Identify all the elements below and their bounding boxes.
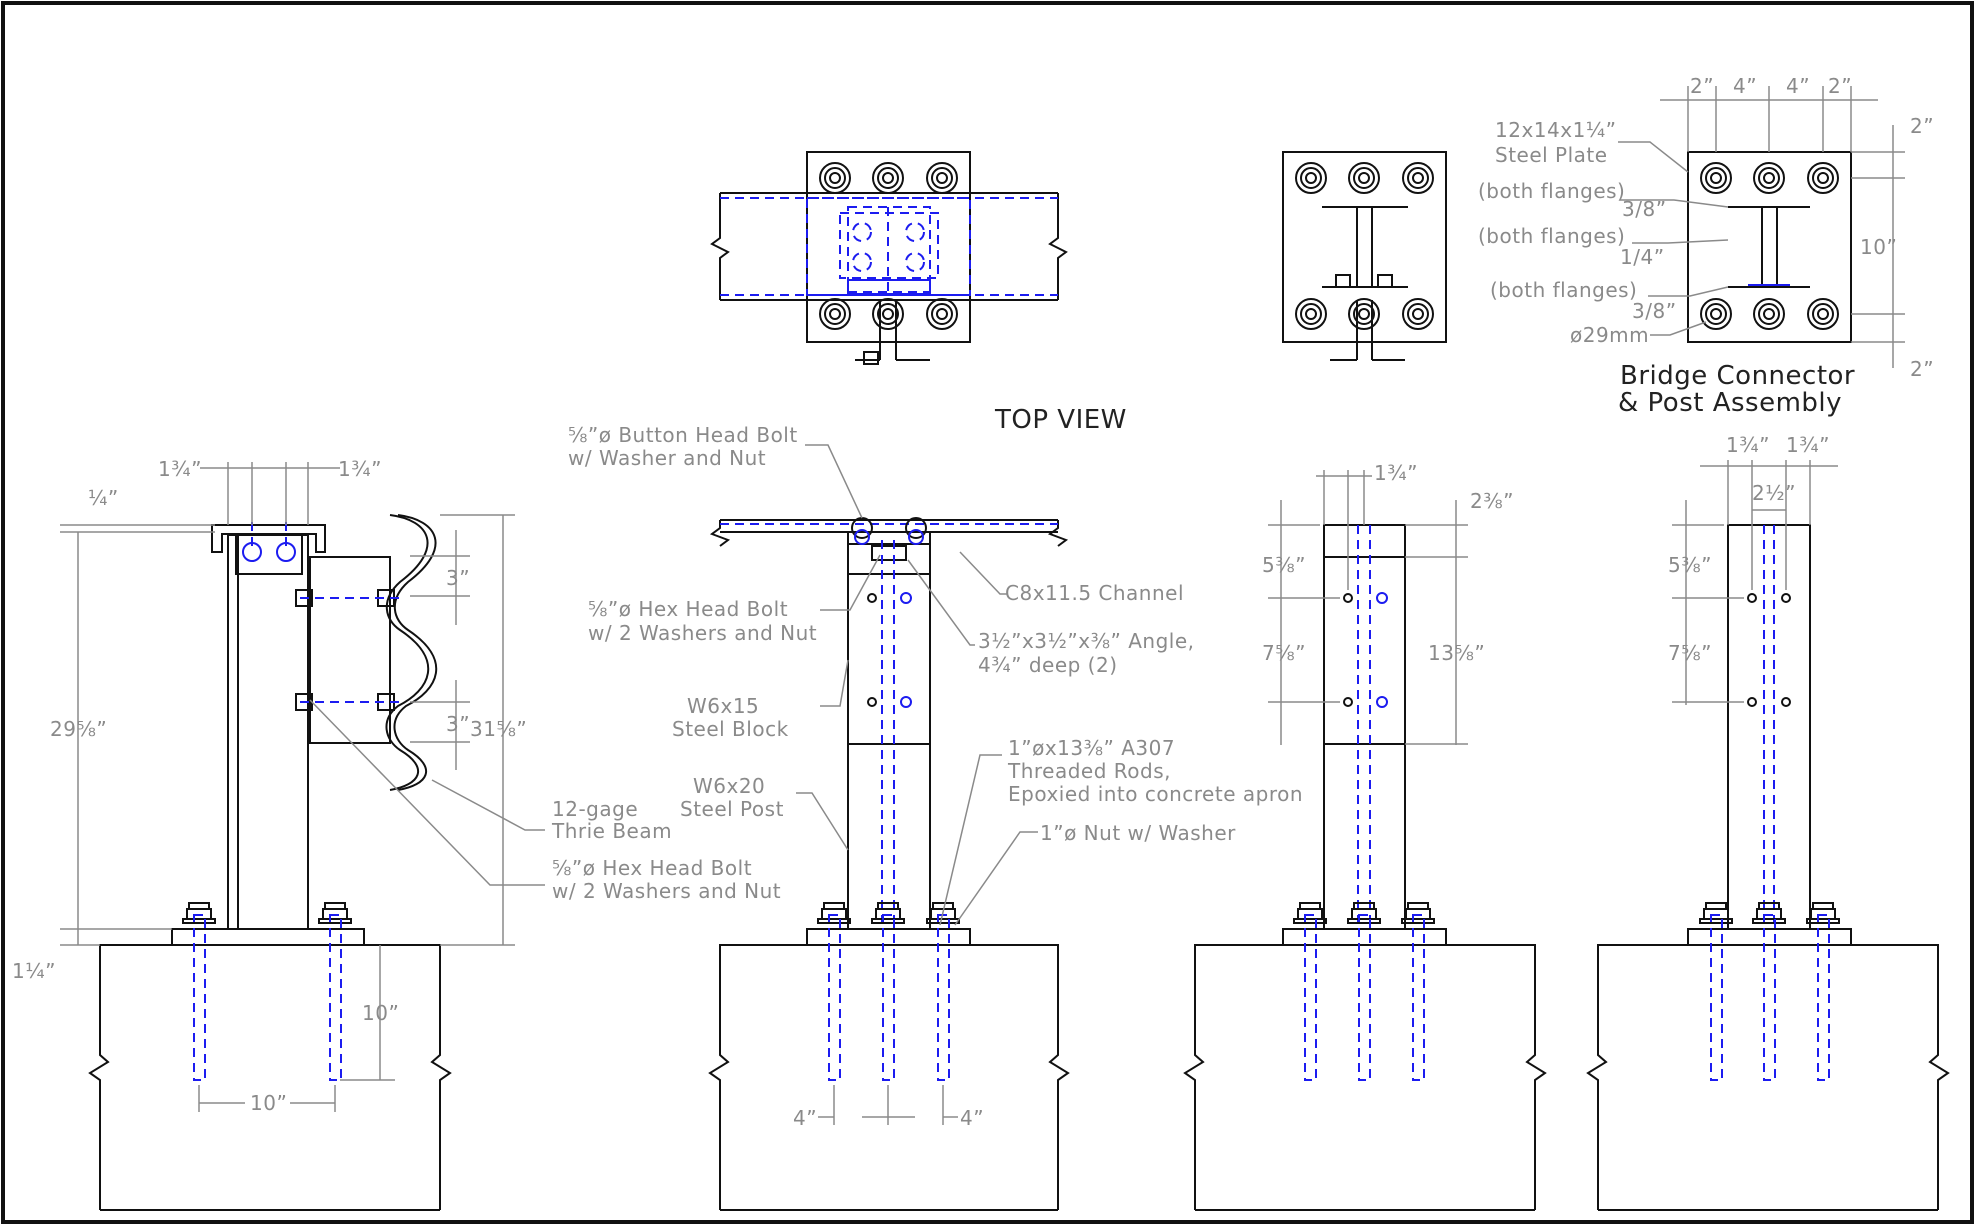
label-thrie-2: Thrie Beam	[551, 819, 672, 843]
label-weld-1-size: 3/8”	[1622, 197, 1667, 221]
label-weld-3-size: 3/8”	[1632, 299, 1677, 323]
dim-right-2b: 2”	[1910, 357, 1934, 381]
label-angle-2: 4¾” deep (2)	[978, 653, 1118, 677]
dim-top-4a: 4”	[1733, 74, 1757, 98]
label-thrie-1: 12-gage	[552, 797, 638, 821]
top-view-plan	[710, 151, 1068, 365]
dim-r1-538: 5⅜”	[1262, 553, 1306, 577]
label-weld-2: (both flanges)	[1478, 224, 1625, 248]
label-post-1: W6x20	[693, 774, 765, 798]
label-rods-2: Threaded Rods,	[1007, 759, 1171, 783]
label-plate-2: Steel Plate	[1495, 143, 1608, 167]
label-button-bolt-1: ⅝”ø Button Head Bolt	[568, 423, 798, 447]
label-nut: 1”ø Nut w/ Washer	[1040, 821, 1236, 845]
bridge-connector-detail	[1618, 86, 1905, 368]
label-hex-bolt-b1: ⅝”ø Hex Head Bolt	[552, 856, 752, 880]
dim-right-10: 10”	[1860, 235, 1897, 259]
dim-r2-134b: 1¾”	[1786, 433, 1830, 457]
label-weld-3: (both flanges)	[1490, 278, 1637, 302]
dim-side-3a: 3”	[446, 566, 470, 590]
dim-side-134b: 1¾”	[338, 457, 382, 481]
label-rods-3: Epoxied into concrete apron	[1008, 782, 1303, 806]
front-elevation	[708, 444, 1070, 1211]
label-hex-bolt-b2: w/ 2 Washers and Nut	[552, 879, 781, 903]
label-button-bolt-2: w/ Washer and Nut	[568, 446, 766, 470]
dim-side-10h: 10”	[250, 1091, 287, 1115]
top-view-plate	[1282, 151, 1447, 361]
side-elevation	[60, 462, 545, 1211]
dim-r1-134: 1¾”	[1374, 461, 1418, 485]
label-rods-1: 1”øx13⅜” A307	[1008, 736, 1175, 760]
dim-r1-758: 7⅝”	[1262, 641, 1306, 665]
dim-side-10v: 10”	[362, 1001, 399, 1025]
label-channel: C8x11.5 Channel	[1005, 581, 1184, 605]
dim-side-14: ¼”	[88, 486, 119, 510]
label-weld-2-size: 1/4”	[1620, 245, 1665, 269]
dim-r2-758: 7⅝”	[1668, 641, 1712, 665]
label-block-2: Steel Block	[672, 717, 789, 741]
dim-front-4b: 4”	[960, 1106, 984, 1130]
label-post-2: Steel Post	[680, 797, 784, 821]
dim-side-2958: 29⅝”	[50, 717, 107, 741]
dim-r1-238: 2⅜”	[1470, 489, 1514, 513]
dim-r2-538: 5⅜”	[1668, 553, 1712, 577]
dim-top-2a: 2”	[1690, 74, 1714, 98]
post-elevation-2	[1586, 460, 1950, 1211]
label-hex-bolt-2: w/ 2 Washers and Nut	[588, 621, 817, 645]
label-angle-1: 3½”x3½”x⅜” Angle,	[978, 629, 1195, 653]
label-block-1: W6x15	[687, 694, 759, 718]
label-hex-bolt-1: ⅝”ø Hex Head Bolt	[588, 597, 788, 621]
dim-top-2b: 2”	[1828, 74, 1852, 98]
label-plate-1: 12x14x1¼”	[1495, 118, 1617, 142]
dim-r1-1358: 13⅝”	[1428, 641, 1485, 665]
dim-side-114: 1¼”	[12, 959, 56, 983]
top-view-title: TOP VIEW	[994, 405, 1127, 435]
dim-side-3b: 3”	[446, 712, 470, 736]
label-weld-1: (both flanges)	[1478, 179, 1625, 203]
dim-top-4b: 4”	[1786, 74, 1810, 98]
dim-r2-212: 2½”	[1752, 481, 1796, 505]
post-elevation-1	[1183, 470, 1547, 1211]
dim-right-2a: 2”	[1910, 114, 1934, 138]
assembly-title-1: Bridge Connector	[1620, 361, 1855, 391]
dim-side-3158: 31⅝”	[470, 717, 527, 741]
dim-front-4a: 4”	[793, 1106, 817, 1130]
assembly-title-2: & Post Assembly	[1618, 388, 1842, 418]
label-hole-dia: ø29mm	[1570, 323, 1649, 347]
dim-r2-134a: 1¾”	[1726, 433, 1770, 457]
dim-side-134a: 1¾”	[158, 457, 202, 481]
